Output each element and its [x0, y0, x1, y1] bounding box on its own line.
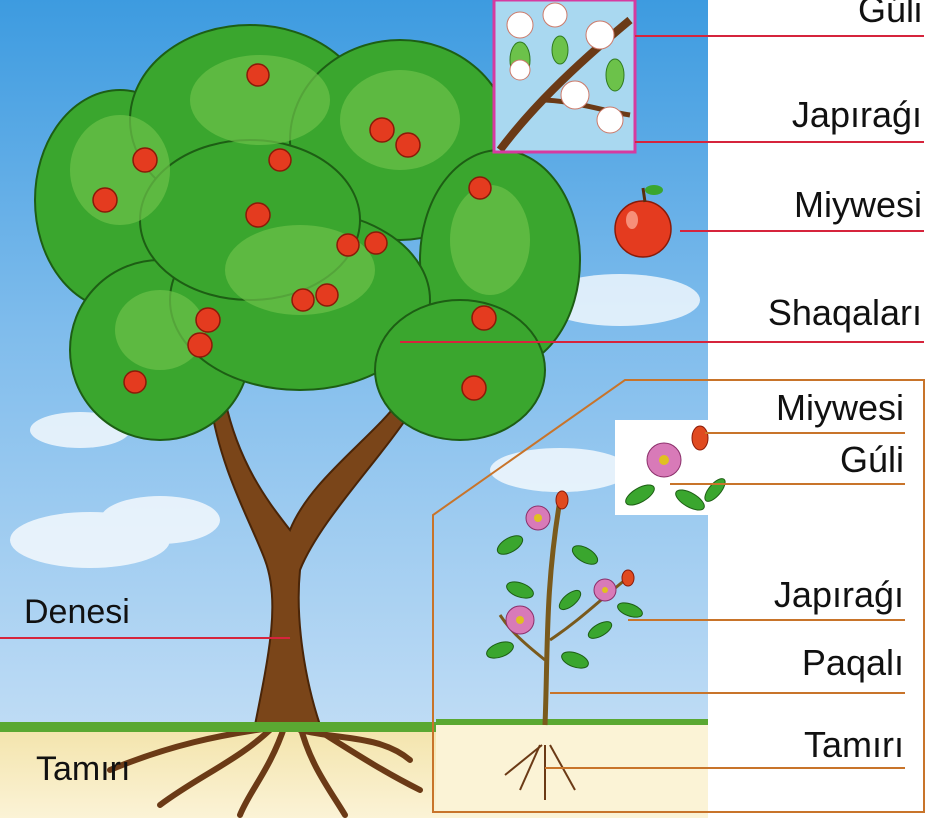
apple — [462, 376, 486, 400]
apple — [247, 64, 269, 86]
tree-flower-label: Gúli — [858, 0, 922, 28]
apple — [188, 333, 212, 357]
apple — [133, 148, 157, 172]
rose-flower-label: Gúli — [840, 442, 904, 478]
rose-leaf-label: Japıraǵı — [774, 577, 904, 613]
tree-roots — [110, 725, 420, 815]
blossom — [586, 21, 614, 49]
apple — [316, 284, 338, 306]
tree-trunk-label: Denesi — [24, 595, 130, 629]
tree-leaf-label: Japıraǵı — [792, 97, 922, 133]
apple — [246, 203, 270, 227]
tree-branches-label: Shaqaları — [768, 295, 922, 331]
tree-trunk — [210, 400, 412, 725]
apple — [196, 308, 220, 332]
tree-root-label: Tamırı — [36, 752, 130, 786]
tree-fruit-label: Miywesi — [794, 187, 922, 223]
apple — [269, 149, 291, 171]
apple — [93, 188, 117, 212]
apple — [337, 234, 359, 256]
blossom — [597, 107, 623, 133]
blossom — [543, 3, 567, 27]
rose-ground — [436, 722, 708, 810]
blossom — [510, 60, 530, 80]
apple — [469, 177, 491, 199]
fruit-apple — [615, 185, 671, 257]
apple — [292, 289, 314, 311]
apple — [370, 118, 394, 142]
rose-stem-label: Paqalı — [802, 645, 904, 681]
rose-root-label: Tamırı — [804, 727, 904, 763]
rose-hip — [556, 491, 568, 509]
blossom-inset — [494, 0, 635, 152]
apple — [396, 133, 420, 157]
blossom — [561, 81, 589, 109]
apple — [124, 371, 146, 393]
rose-detail-inset — [615, 420, 738, 515]
rose-hip — [622, 570, 634, 586]
apple — [472, 306, 496, 330]
rose-fruit-label: Miywesi — [776, 390, 904, 426]
apple — [365, 232, 387, 254]
blossom — [507, 12, 533, 38]
